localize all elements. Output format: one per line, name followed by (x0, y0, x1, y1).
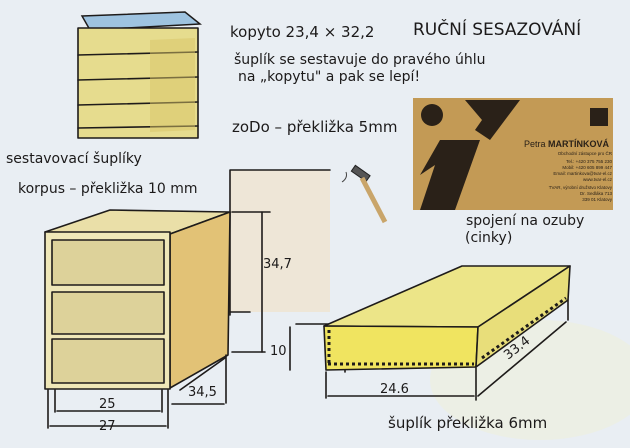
logo-shape (465, 100, 520, 140)
card-city: 339 01 Klatovy (582, 197, 613, 202)
drawer-tray-sketch (323, 265, 571, 401)
logo-circle (421, 104, 443, 126)
card-mobil: Mobil: +420 605 899 447 (562, 165, 612, 170)
dim-tray-width: 24.6 (380, 382, 409, 397)
card-company: TVAR, výrobní družstvo Klatovy (549, 185, 613, 190)
card-tel: Tel.: +420 375 755 230 (566, 159, 612, 164)
drawer-stack-sketch (77, 11, 203, 139)
dim-outer-width: 27 (99, 419, 116, 434)
dim-inner-width: 25 (99, 397, 116, 412)
drawers-label: sestavovací šuplíky (6, 151, 142, 167)
card-email: Email: martinkova@tvar-el.cz (553, 171, 612, 176)
kopyto-note: kopyto 23,4 × 32,2 (230, 23, 374, 41)
tray-label: šuplík překližka 6mm (388, 414, 547, 432)
dim-depth: 34,5 (188, 385, 217, 400)
assembly-note-line1: šuplík se sestavuje do pravého úhlu (234, 52, 486, 68)
joint-note-line2: (cinky) (465, 230, 512, 246)
card-first-name: Petra (524, 139, 546, 149)
cabinet-sketch (44, 209, 291, 429)
dim-foot: 10 (270, 344, 287, 359)
svg-text:Petra MARTÍNKOVÁ: Petra MARTÍNKOVÁ (524, 139, 610, 149)
qr-code-icon (590, 108, 608, 126)
card-street: Dr. Sedláka 713 (580, 191, 613, 196)
korpus-label: korpus – překližka 10 mm (18, 181, 198, 197)
card-last-name: MARTÍNKOVÁ (548, 139, 609, 149)
hammer-icon (341, 164, 388, 224)
joint-note-line1: spojení na ozuby (466, 213, 584, 229)
bottom-plywood-note: zoDo – překližka 5mm (232, 118, 397, 136)
assembly-note-line2: na „kopytu" a pak se lepí! (238, 69, 420, 85)
dim-height: 34,7 (263, 257, 292, 272)
card-web: www.tvar-el.cz (583, 177, 613, 182)
sheet-title: RUČNÍ SESAZOVÁNÍ (413, 18, 581, 40)
card-role: Obchodní zástupce pro ČR (558, 150, 613, 156)
business-card: Petra MARTÍNKOVÁ Obchodní zástupce pro Č… (413, 98, 613, 210)
